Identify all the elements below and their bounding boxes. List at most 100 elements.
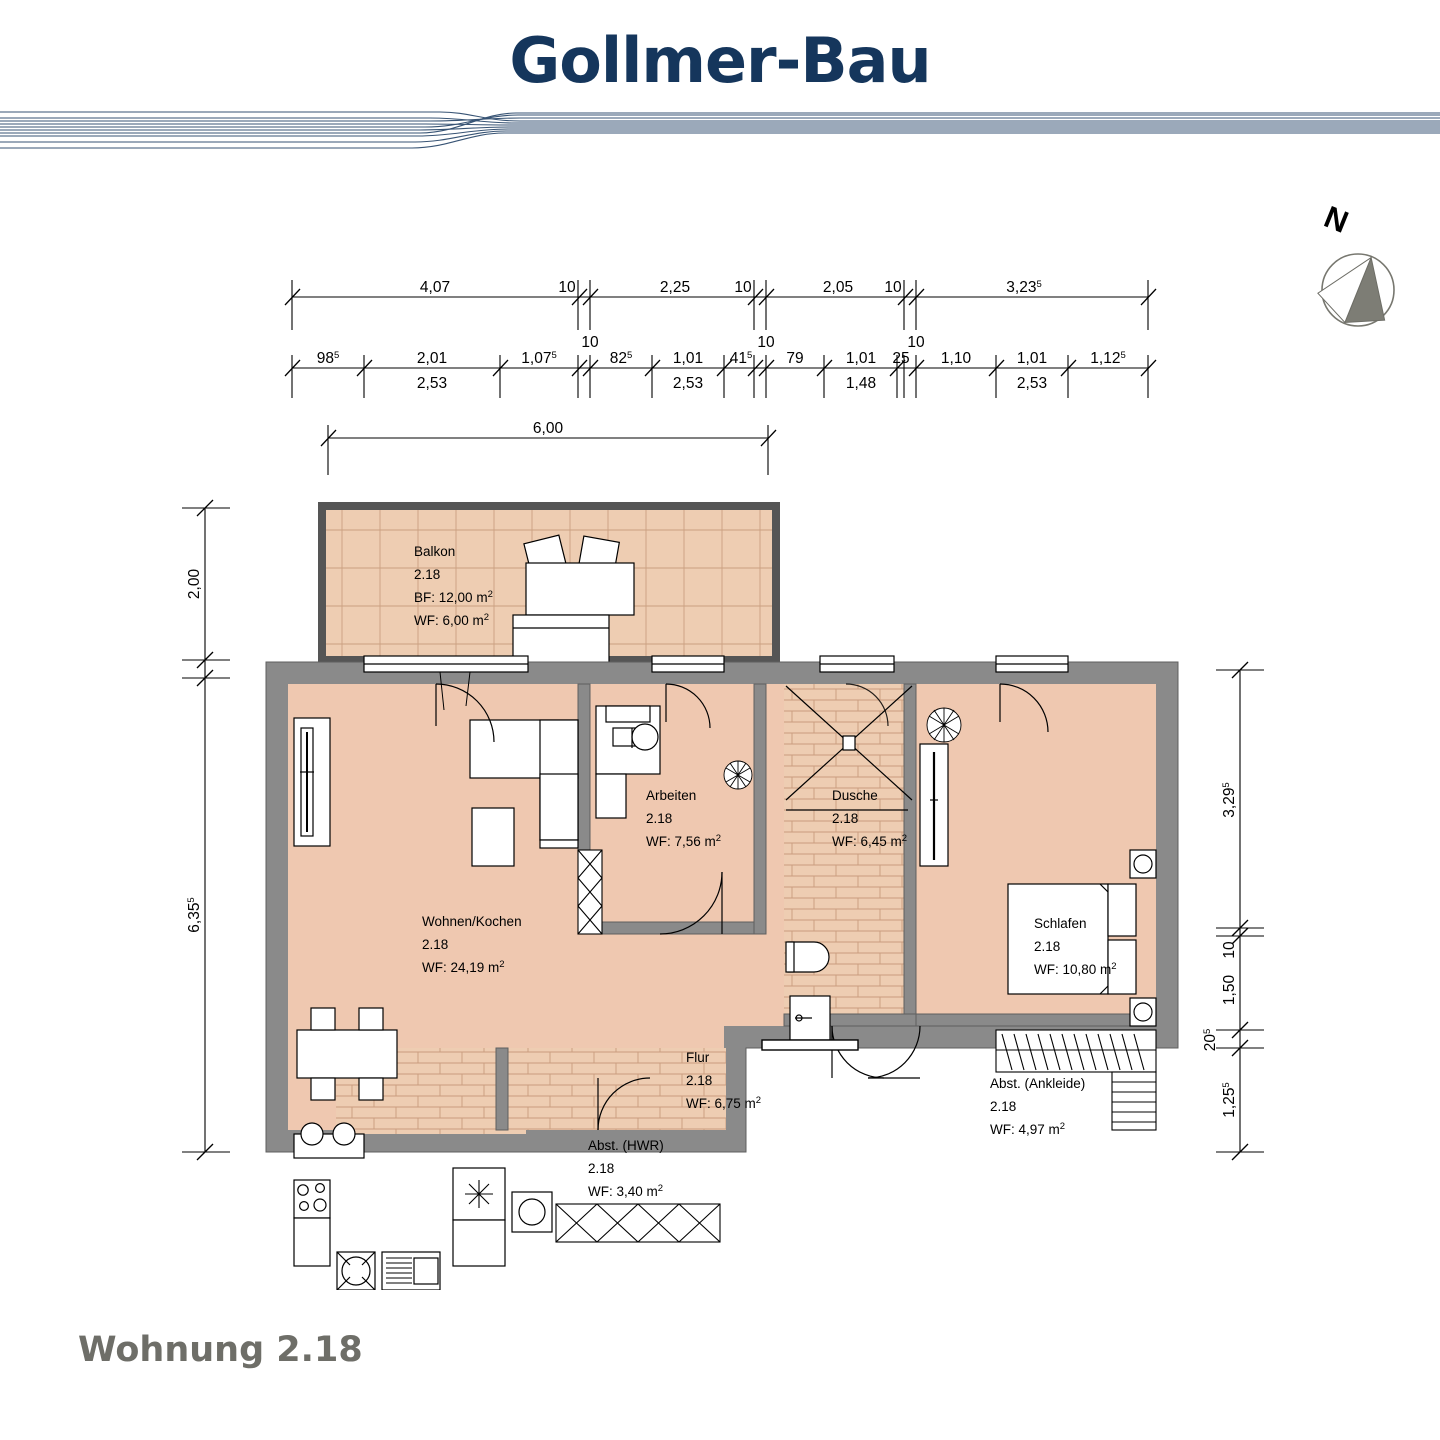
door-schlafen <box>867 1025 921 1079</box>
dim-top-2-05: 2,05 <box>823 279 853 296</box>
nightstands <box>1129 849 1157 1027</box>
arbeiten-name: Arbeiten <box>646 788 696 803</box>
dim-right-1-25: 1,255 <box>1221 1082 1238 1117</box>
hwr-name: Abst. (HWR) <box>588 1138 664 1153</box>
balkon-bf: BF: 12,00 m2 <box>414 589 493 605</box>
dimension-labels-top-inner: 985 2,01 1,075 825 1,01 415 79 1,01 25 1… <box>317 350 1126 392</box>
dim-in-41: 415 <box>730 350 753 367</box>
dim-in-sum-2-53-c: 2,53 <box>1017 375 1047 392</box>
dim-in-1-07: 1,075 <box>521 350 556 367</box>
door-schlafen-window <box>999 683 1049 733</box>
toilet-icon <box>785 941 830 973</box>
dim-in-79: 79 <box>786 350 803 367</box>
dimension-labels-top-outer: 4,07 10 2,25 10 2,05 10 3,235 10 10 10 <box>420 279 1042 351</box>
hwr-appliance <box>511 1191 553 1233</box>
dusche-name: Dusche <box>832 788 878 803</box>
kitchen-fixtures <box>293 1122 506 1290</box>
wardrobe-tall <box>919 743 949 867</box>
door-dusche-window <box>845 683 889 727</box>
door-arbeiten <box>659 871 723 935</box>
flur-name: Flur <box>686 1050 710 1065</box>
dim-left-2-00: 2,00 <box>186 569 203 600</box>
room-wohnen-kochen: Wohnen/Kochen 2.18 WF: 24,19 m2 <box>293 717 579 1290</box>
north-label: N <box>1319 199 1353 240</box>
door-balcony-arbeiten <box>665 683 711 729</box>
flur-wf: WF: 6,75 m2 <box>686 1095 761 1111</box>
dim-top-10-c: 10 <box>884 279 902 296</box>
arbeiten-wf: WF: 7,56 m2 <box>646 833 721 849</box>
tv-unit <box>293 717 331 847</box>
dim-in-1-01-a: 1,01 <box>673 350 703 367</box>
shelf-hatch <box>577 849 603 935</box>
dim-right-10: 10 <box>1221 941 1238 959</box>
dimension-chain-top-inner <box>284 355 1157 398</box>
hwr-shelving <box>555 1203 721 1243</box>
dim-top-3-23: 3,235 <box>1006 279 1041 296</box>
room-dusche: Dusche 2.18 WF: 6,45 m2 <box>785 685 913 1079</box>
dim-in-sum-2-53-b: 2,53 <box>673 375 703 392</box>
dim-in-1-01-b: 1,01 <box>846 350 876 367</box>
schlafen-name: Schlafen <box>1034 916 1087 931</box>
dim-in-sum-2-53-a: 2,53 <box>417 375 447 392</box>
dim-in-1-12: 1,125 <box>1090 350 1125 367</box>
dimension-chain-left <box>182 499 230 1161</box>
dim-top-10-b: 10 <box>734 279 752 296</box>
balkon-name: Balkon <box>414 544 455 559</box>
dim-left-6-35: 6,355 <box>186 897 203 932</box>
sofa <box>469 719 579 849</box>
dimension-balcony-width <box>320 425 777 475</box>
entry-door <box>761 1039 859 1051</box>
dim-in-1-01-c: 1,01 <box>1017 350 1047 367</box>
room-arbeiten: Arbeiten 2.18 WF: 7,56 m2 <box>577 705 753 935</box>
plant-bedroom-icon <box>926 707 962 743</box>
door-balcony-wohnen <box>435 683 495 743</box>
dim-in-sum-1-48: 1,48 <box>846 375 876 392</box>
dim-in-98: 985 <box>317 350 340 367</box>
hwr-unit: 2.18 <box>588 1161 614 1176</box>
balkon-wf: WF: 6,00 m2 <box>414 612 489 628</box>
dim-top-10-a: 10 <box>558 279 576 296</box>
dim-balcony-6-00: 6,00 <box>533 420 564 437</box>
plant-icon <box>723 760 753 790</box>
header-logo: Gollmer-Bau <box>0 0 1440 150</box>
dimension-chain-right <box>1216 661 1264 1161</box>
dim-in-25: 25 <box>892 350 909 367</box>
dim-top-2-25: 2,25 <box>660 279 690 296</box>
room-flur: Flur 2.18 WF: 6,75 m2 <box>597 1039 859 1131</box>
dusche-unit: 2.18 <box>832 811 858 826</box>
dusche-wf: WF: 6,45 m2 <box>832 833 907 849</box>
dim-top-4-07: 4,07 <box>420 279 450 296</box>
dim-in-2-01: 2,01 <box>417 350 447 367</box>
shower-tray <box>785 685 913 811</box>
windows <box>363 655 1069 711</box>
ankleide-wf: WF: 4,97 m2 <box>990 1121 1065 1137</box>
wardrobe-rail-top <box>995 1029 1157 1073</box>
room-abst-hwr: Abst. (HWR) 2.18 WF: 3,40 m2 <box>511 1138 721 1243</box>
shelf-unit-right <box>1111 1071 1157 1131</box>
balcony-doors <box>435 683 1049 743</box>
wohnen-unit: 2.18 <box>422 937 448 952</box>
dim-tie-10-a: 10 <box>581 334 599 351</box>
dim-in-82: 825 <box>610 350 633 367</box>
dim-tie-10-c: 10 <box>907 334 925 351</box>
dim-tie-10-b: 10 <box>757 334 775 351</box>
ankleide-unit: 2.18 <box>990 1099 1016 1114</box>
room-schlafen: Schlafen 2.18 WF: 10,80 m2 <box>867 707 1157 1079</box>
dim-right-3-29: 3,295 <box>1221 782 1238 817</box>
room-abst-ankleide: Abst. (Ankleide) 2.18 WF: 4,97 m2 <box>990 1029 1157 1137</box>
wohnen-wf: WF: 24,19 m2 <box>422 959 505 975</box>
door-dusche <box>831 1025 885 1079</box>
dimension-chain-top-outer <box>284 280 1157 330</box>
brand-swoosh-decoration <box>0 111 1440 149</box>
schlafen-wf: WF: 10,80 m2 <box>1034 961 1117 977</box>
coffee-table <box>471 807 515 867</box>
desk-and-chair <box>595 705 661 819</box>
balcony-furniture <box>512 534 635 664</box>
ankleide-name: Abst. (Ankleide) <box>990 1076 1085 1091</box>
room-balkon: Balkon 2.18 BF: 12,00 m2 WF: 6,00 m2 <box>318 502 780 664</box>
wohnen-name: Wohnen/Kochen <box>422 914 522 929</box>
sink-icon <box>789 995 831 1041</box>
hwr-wf: WF: 3,40 m2 <box>588 1183 663 1199</box>
bed <box>1007 883 1137 995</box>
floorplan-drawing: N <box>0 150 1440 1290</box>
